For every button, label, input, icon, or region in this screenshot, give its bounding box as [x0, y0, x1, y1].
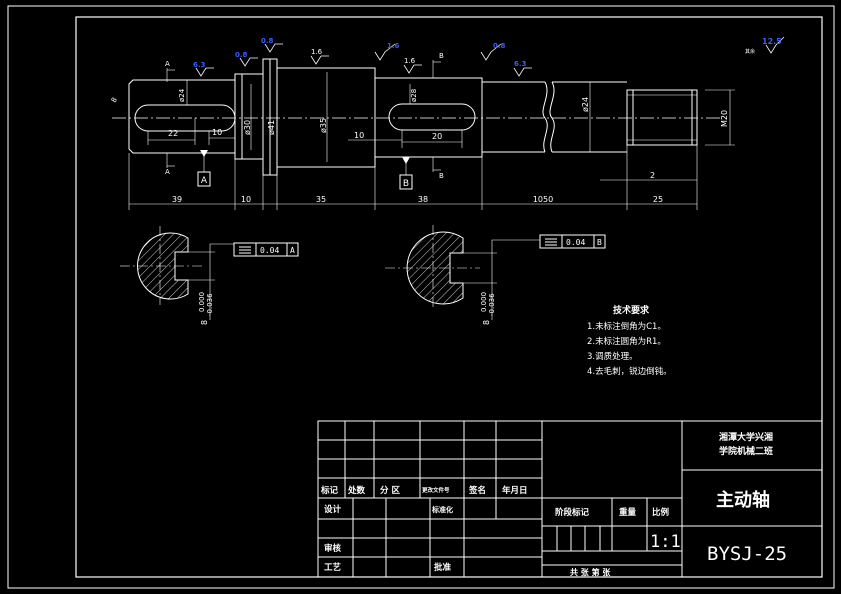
label-scale: 比例 — [652, 507, 670, 518]
label-review: 审核 — [324, 543, 342, 554]
dim-len-2: 2 — [650, 171, 655, 180]
dim-len-1050: 1050 — [533, 195, 553, 204]
dim-d35: ø35 — [319, 118, 328, 133]
section-view-right — [385, 225, 606, 320]
roughness-6: 1.6 — [404, 57, 416, 65]
shaft-view — [112, 58, 720, 176]
tech-item-3: 3.调质处理。 — [587, 351, 638, 362]
label-process: 工艺 — [324, 562, 342, 573]
hdr-sign: 签名 — [468, 485, 486, 496]
hdr-mark: 标记 — [320, 485, 339, 496]
hdr-change-doc: 更改文件号 — [422, 486, 450, 494]
roughness-8: 6.3 — [514, 60, 527, 68]
school-line-1: 湘潭大学兴湘 — [719, 431, 773, 443]
label-approve: 批准 — [434, 562, 452, 573]
tol-value-left: 0.04 — [260, 246, 279, 255]
tol-datum-left: A — [290, 246, 295, 255]
shaft-segment-d30 — [234, 73, 264, 160]
datum-triangle-a — [200, 150, 208, 157]
datum-label-a: A — [201, 176, 208, 186]
tech-item-4: 4.去毛刺，锐边倒钝。 — [587, 366, 672, 377]
sec-right-upper: 0.000 — [480, 292, 488, 312]
section-mark-b-bottom: B — [439, 172, 444, 180]
datum-label-b: B — [403, 179, 409, 189]
sec-right-width: 8 — [482, 320, 491, 325]
shaft-segment-d28 — [374, 77, 483, 158]
roughness-7: 0.8 — [493, 42, 506, 50]
roughness-symbols — [195, 36, 785, 77]
label-sheets: 共 张 第 张 — [570, 567, 611, 577]
datum-box-b — [399, 174, 413, 190]
thread-end — [626, 89, 698, 146]
dim-key-10a: 10 — [212, 128, 222, 137]
school-line-2: 学院机械二班 — [719, 445, 773, 457]
section-mark-b-top: B — [439, 52, 444, 60]
roughness-general-label: 其余 — [745, 48, 755, 55]
hdr-count: 处数 — [347, 485, 366, 496]
section-mark-a-bottom: A — [165, 168, 170, 176]
part-name: 主动轴 — [716, 489, 770, 511]
label-design: 设计 — [324, 504, 342, 515]
label-standardize: 标准化 — [431, 505, 453, 514]
sec-left-upper: 0.000 — [198, 292, 206, 312]
tech-title: 技术要求 — [613, 304, 650, 316]
tol-value-right: 0.04 — [566, 238, 585, 247]
datum-box-a — [197, 171, 211, 187]
dim-len-39: 39 — [172, 195, 182, 204]
tech-requirements: 技术要求 1.未标注倒角为C1。 2.未标注圆角为R1。 3.调质处理。 4.去… — [587, 304, 672, 377]
dim-len-35: 35 — [316, 195, 326, 204]
label-stage: 阶段标记 — [555, 507, 590, 518]
sec-left-width: 8 — [200, 320, 209, 325]
drawing-number: BYSJ-25 — [707, 543, 787, 565]
dim-len-10: 10 — [241, 195, 251, 204]
sec-left-lower: -0.036 — [206, 293, 214, 316]
section-view-left — [120, 226, 299, 320]
dim-d24-left: ø24 — [178, 88, 186, 102]
dim-d28: ø28 — [410, 89, 418, 102]
roughness-5: 1.6 — [387, 42, 400, 50]
dim-end-8: 8 — [110, 96, 119, 104]
shaft-segment-d24-right — [482, 81, 627, 153]
shaft-segment-d35 — [276, 67, 376, 168]
keyway-right — [388, 103, 476, 131]
roughness-1: 6.3 — [193, 61, 206, 69]
dim-key-10b: 10 — [354, 131, 364, 140]
break-line — [542, 81, 555, 153]
dim-key-20: 20 — [432, 132, 442, 141]
roughness-4: 1.6 — [311, 48, 323, 56]
sec-right-lower: -0.036 — [488, 293, 496, 316]
hdr-zone: 分 区 — [380, 485, 400, 496]
tech-item-1: 1.未标注倒角为C1。 — [587, 321, 666, 332]
label-weight: 重量 — [619, 507, 637, 518]
tol-datum-right: B — [597, 238, 602, 247]
roughness-3: 0.8 — [261, 37, 274, 45]
dim-d24-right: ø24 — [581, 97, 590, 112]
dim-m20: M20 — [720, 110, 729, 127]
hdr-date: 年月日 — [502, 485, 528, 496]
datum-triangle-b — [402, 157, 410, 164]
dim-d30: ø30 — [243, 120, 252, 135]
tech-item-2: 2.未标注圆角为R1。 — [587, 336, 666, 347]
roughness-2: 0.8 — [235, 51, 248, 59]
outer-frame — [7, 5, 835, 589]
title-block — [317, 420, 823, 578]
keyway-left — [134, 104, 236, 132]
section-mark-a-top: A — [165, 60, 170, 68]
roughness-general: 12.5 — [762, 37, 782, 46]
extension-lines — [128, 60, 735, 210]
dim-d41: ø41 — [267, 120, 276, 135]
dim-key-22: 22 — [168, 129, 178, 138]
scale-value: 1:1 — [650, 532, 681, 552]
dim-len-38: 38 — [418, 195, 428, 204]
dim-len-25: 25 — [653, 195, 663, 204]
